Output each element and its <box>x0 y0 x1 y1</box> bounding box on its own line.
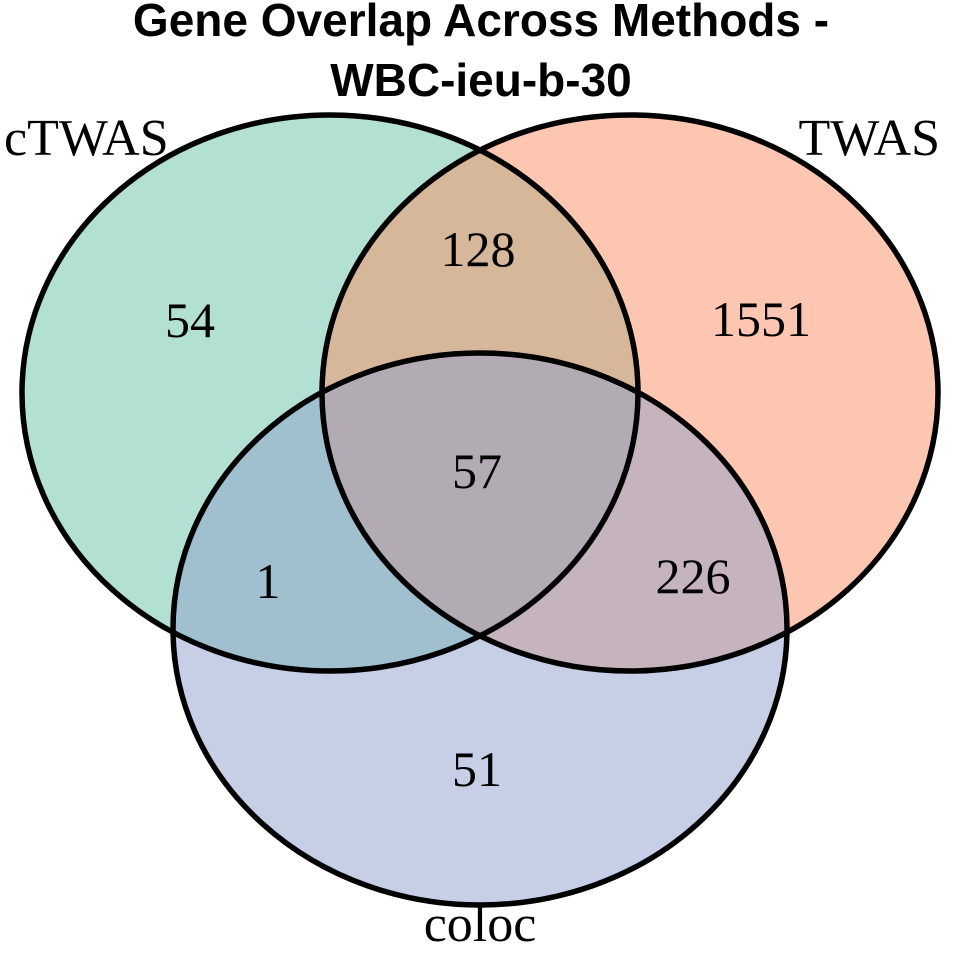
count-twas-only: 1551 <box>711 291 811 347</box>
coloc-circle-outline <box>170 350 790 908</box>
venn-outlines <box>19 112 941 908</box>
count-ctwas-only: 54 <box>165 292 215 348</box>
count-coloc-only: 51 <box>452 741 502 797</box>
set-label-coloc: coloc <box>424 896 537 953</box>
count-all-three: 57 <box>452 443 502 499</box>
region-counts: 54 1551 51 128 1 226 57 <box>165 221 811 797</box>
venn-fills <box>22 115 938 905</box>
set-label-twas: TWAS <box>798 110 940 167</box>
count-ctwas-coloc: 1 <box>256 553 281 609</box>
coloc-circle-fill <box>173 353 787 905</box>
set-label-ctwas: cTWAS <box>4 110 169 167</box>
count-ctwas-twas: 128 <box>441 221 516 277</box>
chart-title-line2: WBC-ieu-b-30 <box>330 54 632 106</box>
chart-title: Gene Overlap Across Methods - WBC-ieu-b-… <box>133 0 829 106</box>
count-twas-coloc: 226 <box>656 548 731 604</box>
chart-title-line1: Gene Overlap Across Methods - <box>133 0 829 46</box>
set-labels: cTWAS TWAS coloc <box>4 110 940 953</box>
